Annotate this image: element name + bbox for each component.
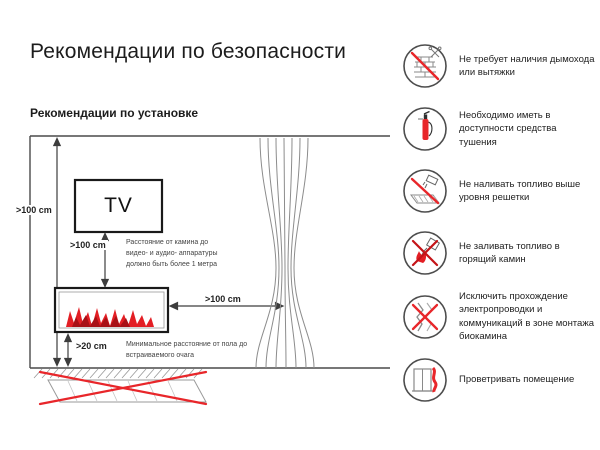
section-title: Рекомендации по установке [30,106,199,120]
recommendation-text: Проветривать помещение [459,374,575,386]
safety-recommendations-list: Не требует наличия дымохода или вытяжки … [402,0,598,450]
no-fuel-above-grate-icon [402,168,448,214]
fire-extinguisher-icon [402,106,448,152]
curtain-distance-arrow [168,301,285,311]
floor-hatching [33,368,203,379]
recommendation-item: Исключить прохождение электропроводки и … [402,290,598,343]
wall-distance-label: >100 cm [14,205,54,215]
tv-distance-label: >100 cm [68,240,108,250]
no-chimney-icon [402,43,448,89]
curtain [255,137,315,369]
recommendation-item: Необходимо иметь в доступности средства … [402,106,598,152]
recommendation-item: Проветривать помещение [402,357,598,403]
ventilate-room-icon [402,357,448,403]
recommendation-item: Не наливать топливо выше уровня решетки [402,168,598,214]
diagram-graphics [29,135,390,406]
page-title: Рекомендации по безопасности [30,40,347,63]
recommendation-text: Не требует наличия дымохода или вытяжки [459,53,595,78]
tv-distance-note: Расстояние от камина до видео- и аудио- … [126,239,218,268]
recommendation-item: Не требует наличия дымохода или вытяжки [402,43,598,89]
tv-label: TV [104,194,133,217]
installation-diagram: TV >100 cm >100 cm Расстояние от камина … [10,128,400,433]
rug-prohibition-cross [38,370,208,406]
recommendation-text: Необходимо иметь в доступности средства … [459,110,557,148]
floor-distance-arrow [63,333,73,367]
no-fuel-into-burning-icon [402,230,448,276]
room-outline [29,135,390,369]
floor-distance-note: Минимальное расстояние от пола до встраи… [126,341,248,359]
recommendation-item: Не заливать топливо в горящий камин [402,230,598,276]
recommendation-text: Не наливать топливо выше уровня решетки [459,178,581,203]
curtain-distance-label: >100 cm [203,294,243,304]
no-wiring-icon [402,294,448,340]
recommendation-text: Исключить прохождение электропроводки и … [459,291,594,342]
floor-distance-label: >20 cm [74,341,109,351]
tv-rect [73,178,164,234]
fireplace [53,286,170,334]
recommendation-text: Не заливать топливо в горящий камин [459,240,560,265]
